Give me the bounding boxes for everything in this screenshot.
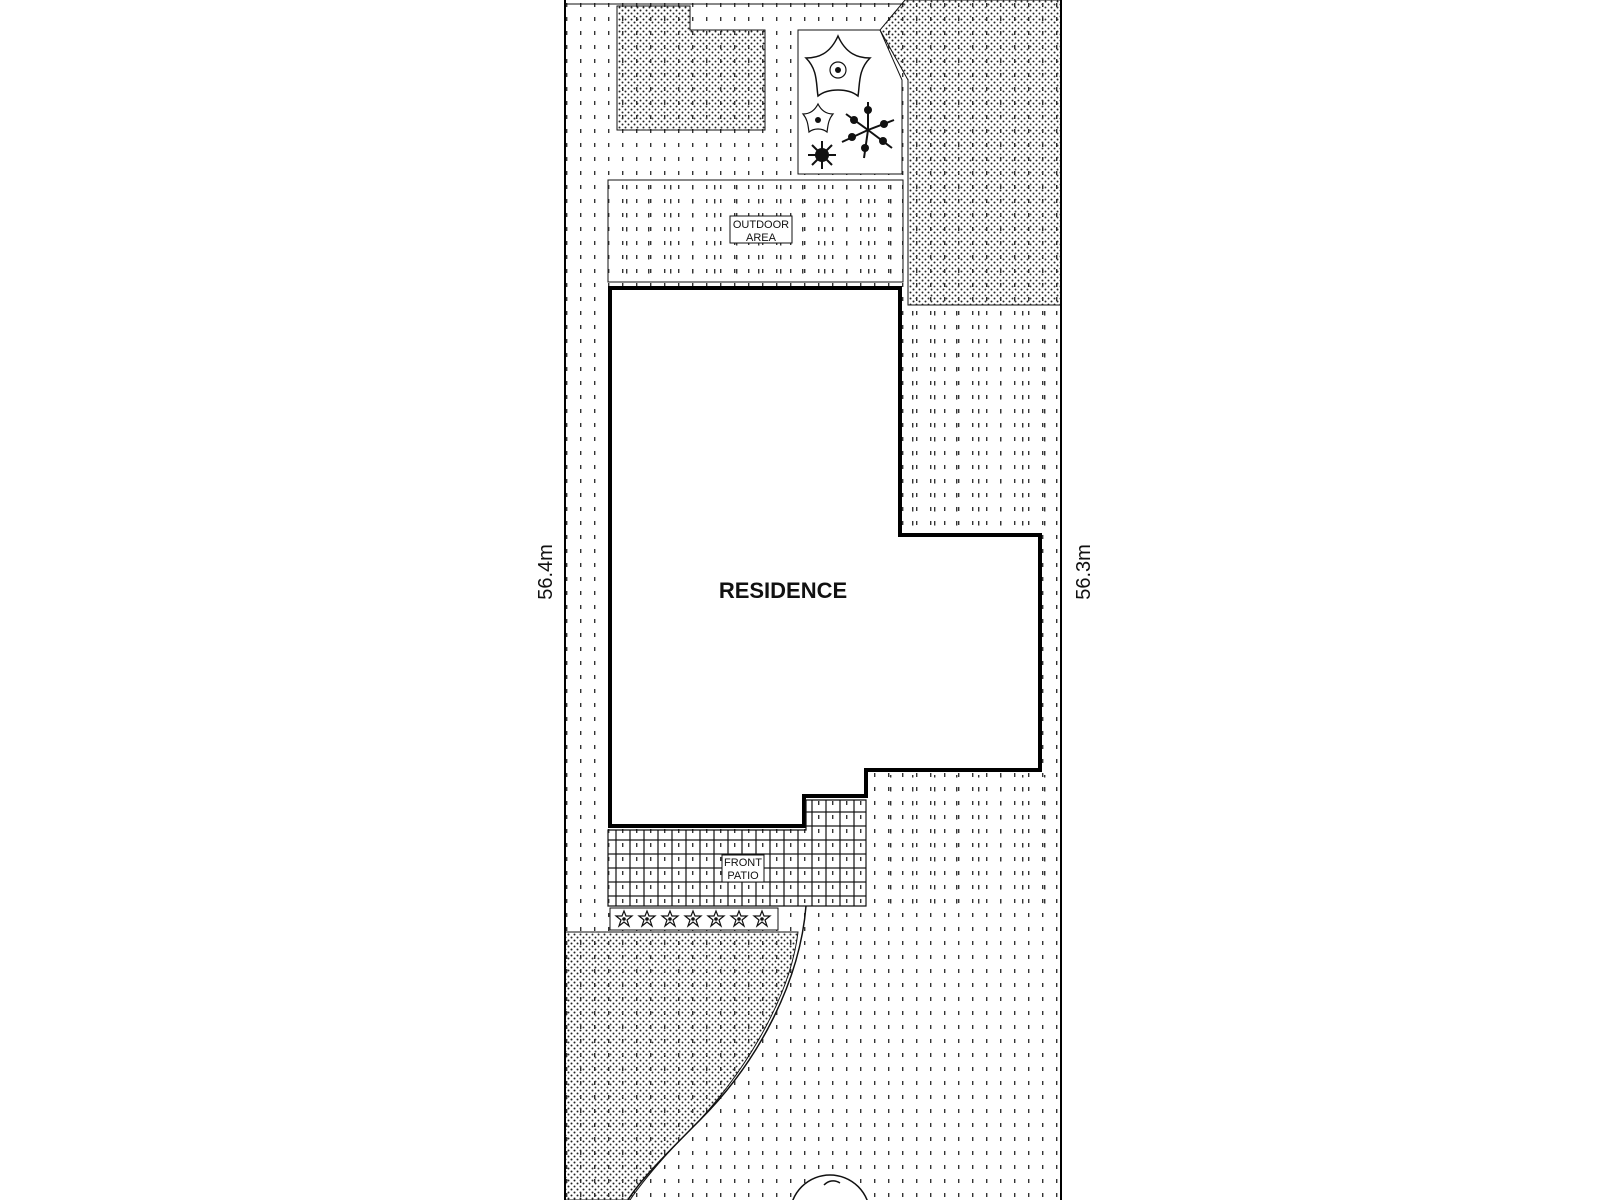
- residence: RESIDENCE: [608, 286, 1042, 828]
- driveway-edge: [627, 905, 807, 1200]
- right-dimension-label: 56.3m: [1073, 544, 1095, 600]
- flower-icon: [801, 102, 835, 134]
- front-patio-label-line2: PATIO: [727, 870, 759, 882]
- flower-icon: [804, 34, 872, 98]
- rear-left-planting-bed: [616, 5, 766, 131]
- front-right-lawn: [870, 775, 1058, 905]
- small-flower-icon: [706, 909, 726, 928]
- small-flower-icon: [683, 909, 703, 928]
- small-flower-icon: [637, 909, 657, 928]
- shrub-icon: [808, 141, 836, 169]
- outdoor-area-label-line1: OUTDOOR: [733, 219, 789, 231]
- small-flower-icon: [752, 909, 772, 928]
- outdoor-area-label-line2: AREA: [746, 232, 777, 244]
- front-flower-border: [609, 907, 779, 931]
- compass-icon: [792, 1174, 868, 1200]
- right-side-lawn: [908, 310, 1058, 530]
- fern-icon: [841, 102, 895, 159]
- residence-label: RESIDENCE: [719, 578, 847, 603]
- small-flower-icon: [660, 909, 680, 928]
- front-patio-label-line1: FRONT: [724, 857, 762, 869]
- small-flower-icon: [729, 909, 749, 928]
- small-flower-icon: [614, 909, 634, 928]
- left-dimension-label: 56.4m: [535, 544, 557, 600]
- right-rear-planting-bed: [879, 0, 1062, 306]
- lot-boundary: [564, 0, 1062, 1200]
- front-patio: FRONT PATIO: [607, 799, 867, 907]
- outdoor-area: OUTDOOR AREA: [607, 179, 904, 283]
